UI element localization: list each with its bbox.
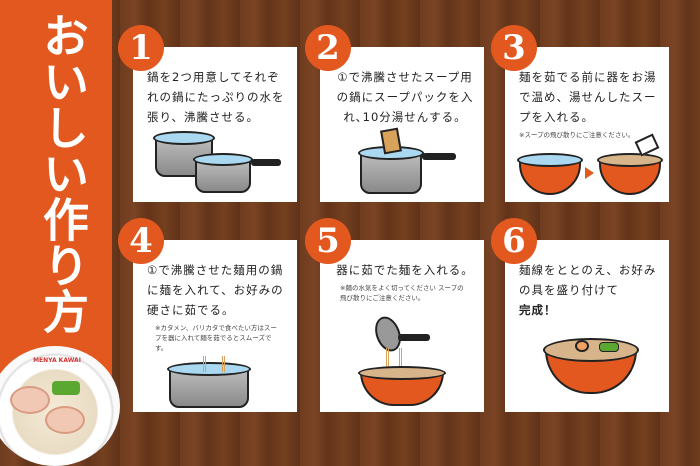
- step-2-card: ①で沸騰させたスープ用の鍋にスープパックを入れ､10分湯せんする。: [320, 47, 484, 202]
- page-title: おいしい作り方: [36, 12, 90, 334]
- green-onion: [52, 381, 80, 395]
- step-5-card: 器に茹でた麺を入れる。 ※麺の水気をよく切ってください スープの飛び散りにご注意…: [320, 240, 484, 412]
- chashu: [45, 406, 85, 434]
- soup-pack-icon: [380, 127, 402, 155]
- step-3-text: 麺を茹でる前に器をお湯で温め、湯せんしたスープを入れる。: [519, 70, 657, 124]
- step-1-card: 鍋を2つ用意してそれぞれの鍋にたっぷりの水を張り、沸騰させる。: [133, 47, 297, 202]
- step-4-note: ※カタメン、バリカタで食べたい方はスープを器に入れて麺を茹でるとスムーズです。: [155, 324, 277, 352]
- pot-handle-icon: [422, 153, 456, 160]
- step-6-number: 6: [491, 218, 537, 264]
- bowl-logo: MENYA KAWAI: [33, 357, 81, 364]
- water-icon: [153, 131, 215, 145]
- ramen-photo: MENYA KAWAI: [0, 346, 120, 466]
- water-icon: [167, 362, 251, 376]
- chashu: [10, 386, 50, 414]
- step-3-note: ※スープの飛び散りにご注意ください。: [519, 131, 635, 139]
- strainer-handle-icon: [398, 334, 430, 341]
- step-5-number: 5: [305, 218, 351, 264]
- step-6-text: 麺線をととのえ、お好みの具を盛り付けて: [519, 263, 657, 297]
- step-6-complete: 完成！: [519, 303, 557, 317]
- soup-icon: [358, 366, 446, 380]
- step-6-card: 麺線をととのえ、お好みの具を盛り付けて 完成！: [505, 240, 669, 412]
- ramen-toppings-icon: [543, 338, 639, 362]
- noodles-icon: [386, 348, 402, 374]
- step-1-text: 鍋を2つ用意してそれぞれの鍋にたっぷりの水を張り、沸騰させる。: [147, 70, 285, 124]
- green-onion-icon: [599, 342, 619, 352]
- step-4-card: ①で沸騰させた麺用の鍋に麺を入れて、お好みの硬さに茹でる。 ※カタメン、バリカタ…: [133, 240, 297, 412]
- water-icon: [193, 153, 253, 166]
- pot-handle-icon: [251, 159, 281, 166]
- step-2-text: ①で沸騰させたスープ用の鍋にスープパックを入れ､10分湯せんする。: [336, 70, 474, 124]
- egg-icon: [575, 340, 589, 352]
- arrow-icon: [585, 167, 594, 179]
- step-4-number: 4: [118, 218, 164, 264]
- noodles-icon: [203, 356, 225, 372]
- step-4-text: ①で沸騰させた麺用の鍋に麺を入れて、お好みの硬さに茹でる。: [147, 263, 284, 317]
- step-2-number: 2: [305, 25, 351, 71]
- step-3-card: 麺を茹でる前に器をお湯で温め、湯せんしたスープを入れる。 ※スープの飛び散りにご…: [505, 47, 669, 202]
- step-5-text: 器に茹でた麺を入れる。: [336, 263, 474, 277]
- step-1-number: 1: [118, 25, 164, 71]
- hot-water-icon: [517, 153, 583, 167]
- step-3-number: 3: [491, 25, 537, 71]
- soup-icon: [597, 153, 663, 167]
- step-5-note: ※麺の水気をよく切ってください スープの飛び散りにご注意ください。: [340, 284, 464, 302]
